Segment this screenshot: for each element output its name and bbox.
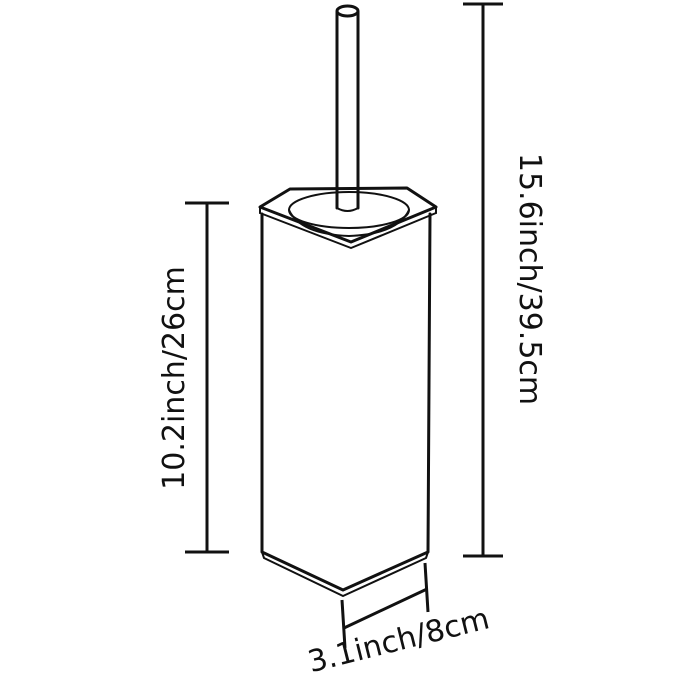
- holder-height-dimension: 10.2inch/26cm: [157, 201, 229, 554]
- total-height-dimension: 15.6inch/39.5cm: [463, 2, 547, 558]
- brush-handle: [335, 4, 360, 212]
- holder-lid: [258, 186, 438, 249]
- holder-body: [260, 212, 432, 597]
- holder-height-label: 10.2inch/26cm: [157, 266, 192, 490]
- width-dimension: 3.1inch/8cm: [304, 562, 493, 680]
- total-height-label: 15.6inch/39.5cm: [512, 153, 547, 405]
- width-label: 3.1inch/8cm: [304, 601, 492, 680]
